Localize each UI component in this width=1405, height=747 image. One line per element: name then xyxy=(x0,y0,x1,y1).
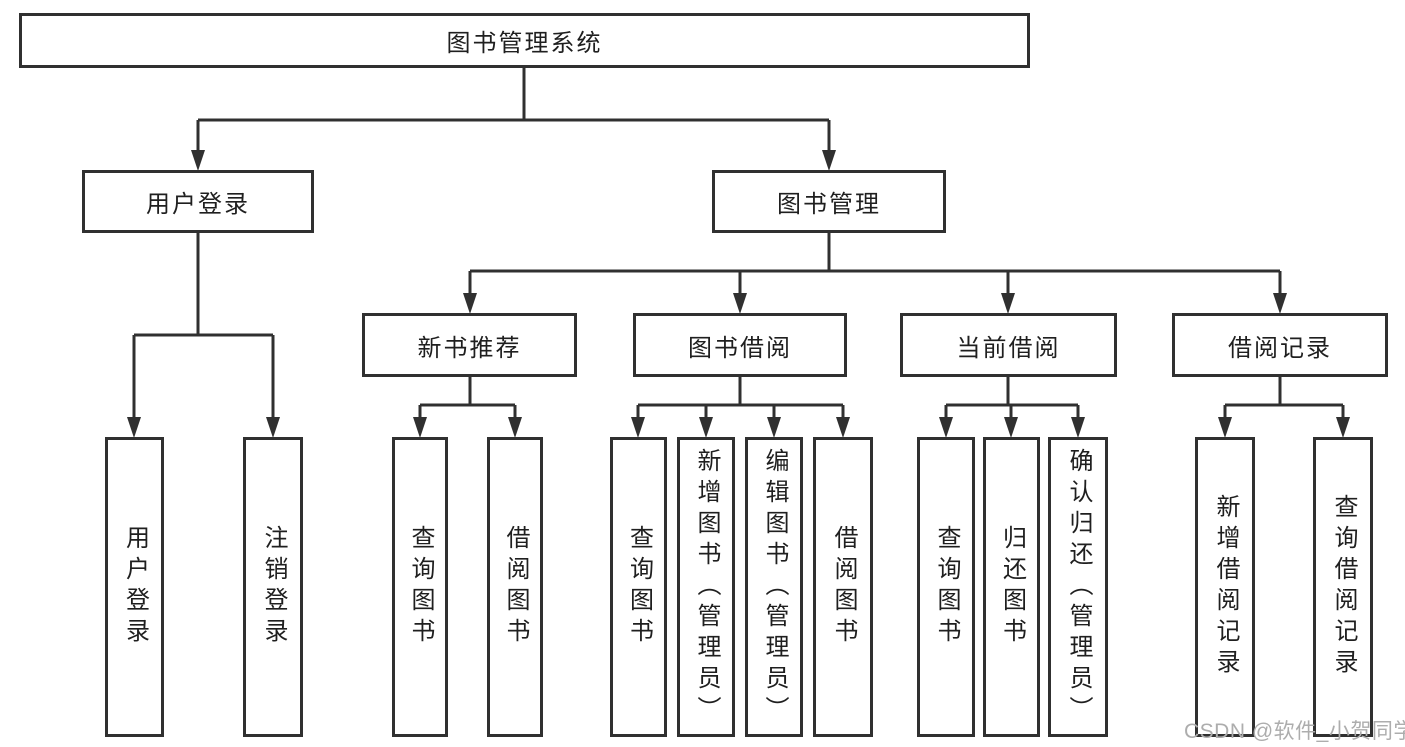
leaf-borrow-books-2: 借阅图书 xyxy=(813,437,873,737)
node-label: 图书借阅 xyxy=(688,334,792,362)
connector-user-login-family xyxy=(132,233,275,417)
csdn-watermark: CSDN @软件_小贺同学 xyxy=(1184,720,1405,743)
leaf-search-borrow-record: 查询借阅记录 xyxy=(1313,437,1373,737)
arrowhead-leaf-borrow-books-2 xyxy=(836,417,850,438)
node-label: 用户登录 xyxy=(146,191,250,218)
node-label: 当前借阅 xyxy=(956,334,1061,362)
leaf-borrow-books-1: 借阅图书 xyxy=(487,437,543,737)
connector-book-borrow-family xyxy=(636,377,845,417)
arrowhead-user-login xyxy=(191,150,205,171)
arrowhead-new-book-recommend xyxy=(463,293,477,314)
node-label: 图书管理 xyxy=(777,191,881,218)
node-label: 注销登录 xyxy=(260,525,287,649)
arrowhead-leaf-user-login xyxy=(127,417,141,438)
arrowhead-book-borrow xyxy=(733,293,747,314)
leaf-return-book: 归还图书 xyxy=(983,437,1040,737)
node-label: 归还图书 xyxy=(998,525,1026,649)
leaf-search-books-3: 查询图书 xyxy=(917,437,975,737)
arrowhead-leaf-return-book xyxy=(1004,417,1018,438)
node-label: 借阅图书 xyxy=(502,525,529,649)
node-library-management-system: 图书管理系统 xyxy=(19,13,1030,68)
node-label: 查询图书 xyxy=(625,525,653,649)
leaf-user-login: 用户登录 xyxy=(105,437,164,737)
node-label: 借阅图书 xyxy=(830,525,857,649)
arrowhead-leaf-add-book xyxy=(699,417,713,438)
arrowhead-borrow-records xyxy=(1273,293,1287,314)
node-label: 借阅记录 xyxy=(1228,334,1332,362)
node-label: 图书管理系统 xyxy=(446,30,603,57)
node-label: 新书推荐 xyxy=(417,334,522,362)
node-label: 新增借阅记录 xyxy=(1212,494,1239,680)
node-label: 编辑图书（管理员） xyxy=(761,447,788,727)
node-user-login: 用户登录 xyxy=(82,170,314,233)
leaf-add-book-admin: 新增图书（管理员） xyxy=(677,437,735,737)
connector-book-management-family xyxy=(468,233,1282,293)
connector-borrow-records-family xyxy=(1223,377,1345,417)
arrowhead-leaf-edit-book xyxy=(767,417,781,438)
leaf-logout: 注销登录 xyxy=(243,437,303,737)
arrowhead-leaf-logout xyxy=(266,417,280,438)
arrowhead-book-management xyxy=(822,150,836,171)
node-label: 用户登录 xyxy=(121,525,149,649)
arrowhead-leaf-borrow-books-1 xyxy=(508,417,522,438)
leaf-search-books-2: 查询图书 xyxy=(610,437,667,737)
node-label: 新增图书（管理员） xyxy=(693,447,720,727)
node-new-book-recommend: 新书推荐 xyxy=(362,313,577,377)
arrowhead-leaf-search-borrow-record xyxy=(1336,417,1350,438)
arrowhead-leaf-search-books-3 xyxy=(939,417,953,438)
connector-root-to-level2 xyxy=(196,68,831,150)
node-label: 查询图书 xyxy=(407,525,434,649)
leaf-edit-book-admin: 编辑图书（管理员） xyxy=(745,437,803,737)
leaf-add-borrow-record: 新增借阅记录 xyxy=(1195,437,1255,737)
node-book-management: 图书管理 xyxy=(712,170,946,233)
arrowhead-leaf-add-borrow-record xyxy=(1218,417,1232,438)
node-book-borrow: 图书借阅 xyxy=(633,313,847,377)
arrowhead-leaf-search-books-2 xyxy=(631,417,645,438)
arrowhead-leaf-search-books-1 xyxy=(413,417,427,438)
connector-new-book-recommend-family xyxy=(418,377,517,417)
arrowhead-current-borrow xyxy=(1001,293,1015,314)
node-current-borrow: 当前借阅 xyxy=(900,313,1117,377)
arrowhead-leaf-confirm-return xyxy=(1071,417,1085,438)
connector-current-borrow-family xyxy=(944,377,1080,417)
leaf-confirm-return-admin: 确认归还（管理员） xyxy=(1048,437,1108,737)
node-label: 确认归还（管理员） xyxy=(1065,447,1092,727)
node-borrow-records: 借阅记录 xyxy=(1172,313,1388,377)
leaf-search-books-1: 查询图书 xyxy=(392,437,448,737)
node-label: 查询图书 xyxy=(933,525,960,649)
node-label: 查询借阅记录 xyxy=(1330,494,1357,680)
